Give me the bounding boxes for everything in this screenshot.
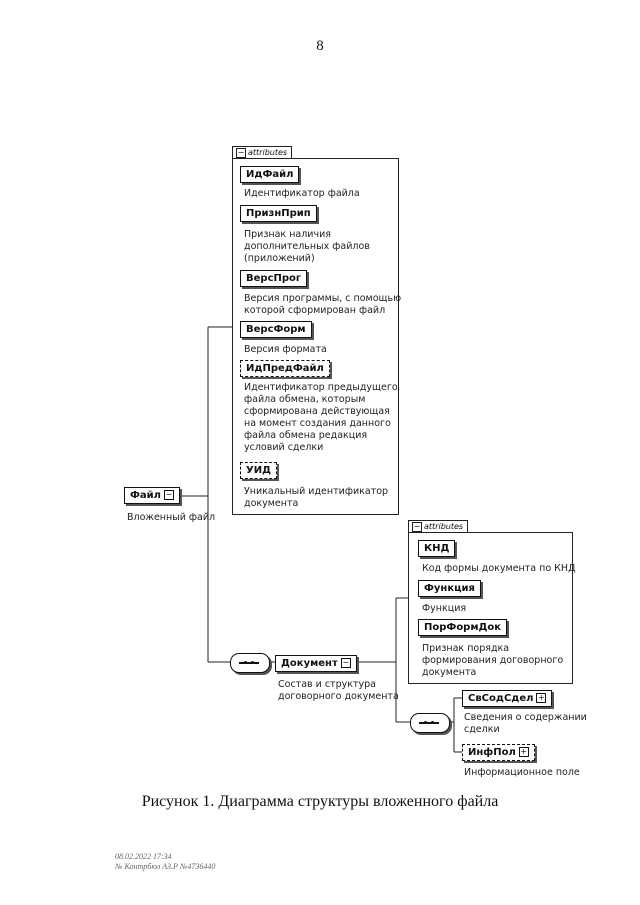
- file-attributes-tab[interactable]: −attributes: [232, 146, 293, 159]
- collapse-icon[interactable]: −: [340, 658, 351, 668]
- root-node-label: Файл: [130, 490, 161, 501]
- sequence-compositor-icon[interactable]: [230, 653, 270, 673]
- attr-function-desc: Функция: [422, 603, 467, 614]
- document-attributes-tab[interactable]: −attributes: [408, 520, 469, 533]
- attr-uid[interactable]: УИД: [240, 462, 277, 479]
- attr-idpredfile-desc: Идентификатор предыдущего файла обмена, …: [244, 382, 398, 453]
- child-infpol[interactable]: ИнфПол+: [462, 744, 535, 761]
- child-svsodsdel-label: СвСодСдел: [468, 693, 534, 704]
- page-number: 8: [316, 38, 324, 54]
- attr-idfile-desc: Идентификатор файла: [244, 188, 360, 199]
- document-node[interactable]: Документ−: [275, 655, 357, 672]
- attr-versprog-desc: Версия программы, с помощью которой сфор…: [244, 293, 402, 316]
- expand-icon[interactable]: +: [518, 747, 529, 757]
- collapse-icon[interactable]: −: [412, 522, 422, 532]
- document-node-label: Документ: [281, 658, 338, 669]
- root-node-file[interactable]: Файл−: [124, 487, 180, 504]
- attr-porformdok[interactable]: ПорФормДок: [418, 619, 508, 636]
- root-node-desc: Вложенный файл: [127, 512, 216, 523]
- attr-function[interactable]: Функция: [418, 580, 481, 597]
- expand-icon[interactable]: +: [536, 693, 547, 703]
- registration-stamp: 08.02.2022 17:34 № Контрбюл АЗ.Р №473644…: [115, 852, 216, 871]
- attr-versprog[interactable]: ВерсПрог: [240, 270, 308, 287]
- attr-priznprip[interactable]: ПризнПрип: [240, 205, 317, 222]
- collapse-icon[interactable]: −: [236, 148, 246, 158]
- attr-uid-desc: Уникальный идентификатор документа: [244, 486, 389, 509]
- child-infpol-label: ИнфПол: [468, 747, 516, 758]
- document-node-desc: Состав и структура договорного документа: [278, 679, 399, 702]
- sequence-compositor-icon[interactable]: [410, 713, 450, 733]
- attr-knd-desc: Код формы документа по КНД: [422, 563, 576, 574]
- file-attributes-tab-label: attributes: [248, 148, 288, 157]
- attr-priznprip-desc: Признак наличия дополнительных файлов (п…: [244, 229, 370, 264]
- attr-idfile[interactable]: ИдФайл: [240, 166, 300, 183]
- attr-versform-desc: Версия формата: [244, 344, 327, 355]
- child-svsodsdel-desc: Сведения о содержании сделки: [464, 712, 587, 735]
- attr-porformdok-desc: Признак порядка формирования договорного…: [422, 643, 564, 678]
- collapse-icon[interactable]: −: [164, 490, 174, 500]
- figure-caption: Рисунок 1. Диаграмма структуры вложенног…: [141, 793, 499, 810]
- attr-knd[interactable]: КНД: [418, 540, 456, 557]
- child-infpol-desc: Информационное поле: [464, 767, 580, 778]
- attr-idpredfile[interactable]: ИдПредФайл: [240, 360, 330, 377]
- child-svsodsdel[interactable]: СвСодСдел+: [462, 690, 553, 707]
- document-attributes-box: [408, 532, 573, 684]
- document-attributes-tab-label: attributes: [424, 522, 464, 531]
- attr-versform[interactable]: ВерсФорм: [240, 321, 312, 338]
